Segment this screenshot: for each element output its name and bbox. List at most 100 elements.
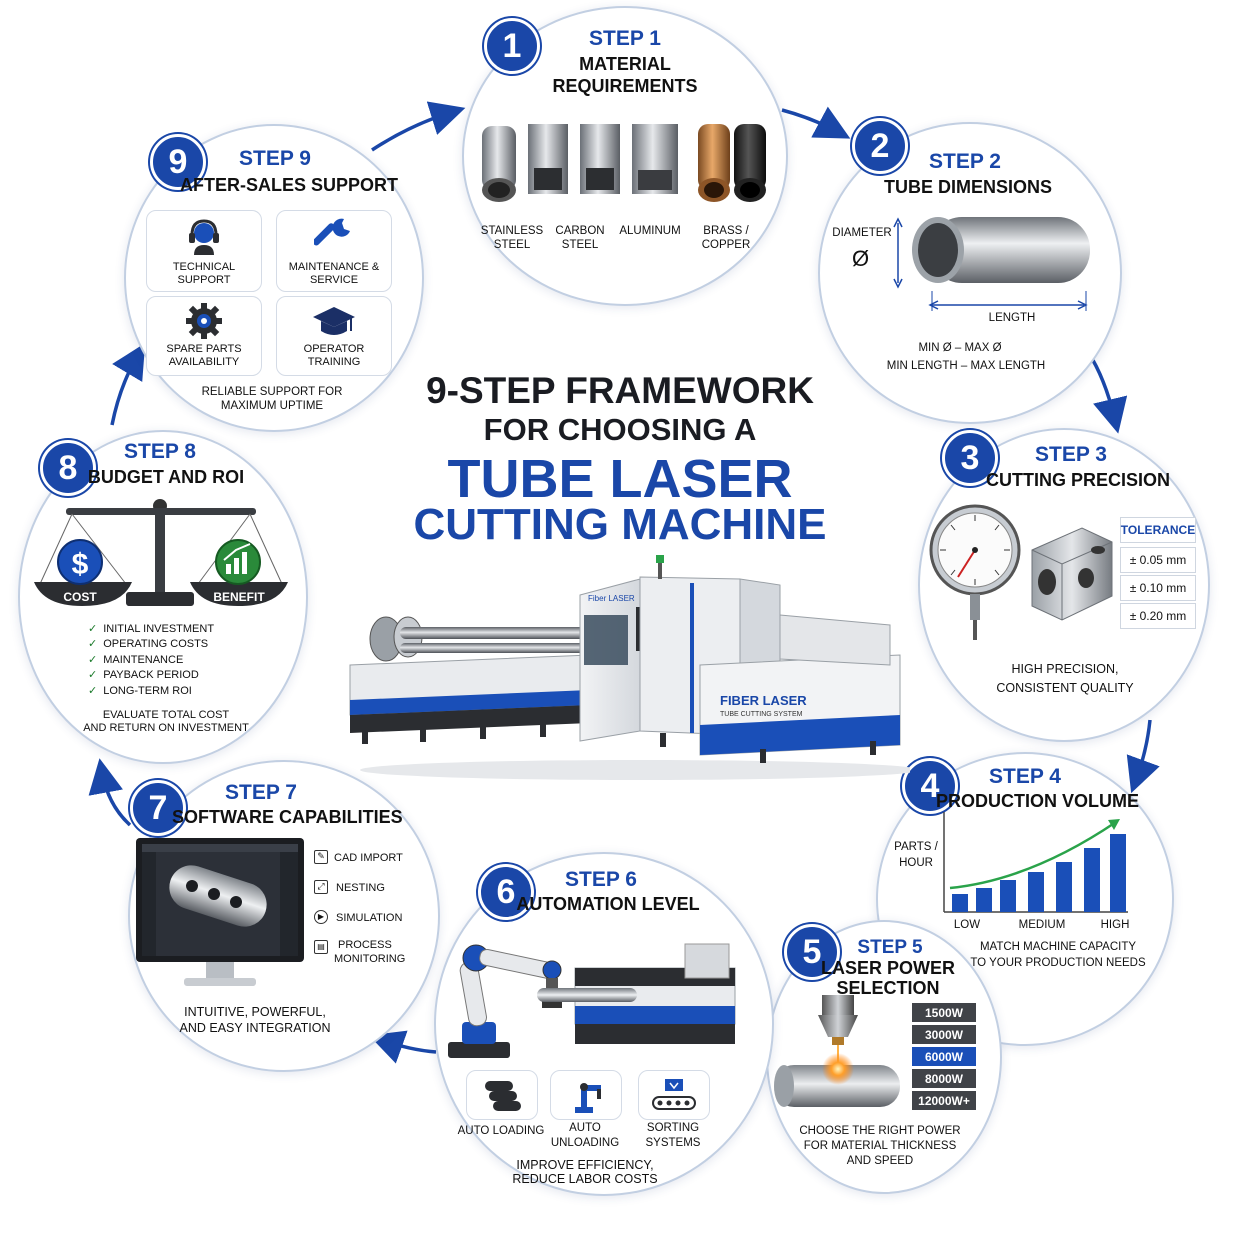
dollar-icon: $ <box>72 548 89 581</box>
material-stainless-line1: STAINLESS <box>480 225 544 237</box>
step-7-caption-line1: INTUITIVE, POWERFUL, <box>184 1005 326 1019</box>
step-1-title-line1: MATERIAL <box>579 54 671 74</box>
step-8-caption-line2: AND RETURN ON INVESTMENT <box>83 722 249 734</box>
step-6-label: STEP 6 <box>565 868 637 891</box>
power-option-3000w: 3000W <box>912 1025 976 1044</box>
step-8-badge: 8 <box>40 440 96 496</box>
material-carbon-line1: CARBON <box>555 225 605 237</box>
technical-support-tile: TECHNICAL SUPPORT <box>146 210 262 292</box>
step-8-caption-line1: EVALUATE TOTAL COST <box>102 709 230 721</box>
step-9-badge: 9 <box>150 134 206 190</box>
pipes-icon <box>485 1081 521 1111</box>
loading-machine-illustration <box>537 943 736 1044</box>
step-5-title-line1: LASER POWER <box>820 958 955 978</box>
step-1-badge: 1 <box>484 18 540 74</box>
arrow-9-to-1 <box>371 101 466 152</box>
precision-block-icon <box>1031 527 1113 621</box>
headset-icon <box>189 219 219 255</box>
auto-unloading-label-line2: UNLOADING <box>550 1137 620 1149</box>
step-5-caption-line2: FOR MATERIAL THICKNESS <box>803 1140 957 1152</box>
checklist-item: ✓PAYBACK PERIOD <box>88 669 199 681</box>
parts-per-hour-label-line2: HOUR <box>899 857 933 869</box>
step-7-label: STEP 7 <box>225 781 297 804</box>
maintenance-line2: SERVICE <box>309 274 359 286</box>
check-icon: ✓ <box>88 638 98 650</box>
monitor-cad-illustration <box>136 838 304 986</box>
step-7-title: SOFTWARE CAPABILITIES <box>172 807 403 827</box>
feature-nesting: NESTING <box>336 882 385 894</box>
material-aluminum: ALUMINUM <box>619 225 681 237</box>
material-stainless-line2: STEEL <box>493 239 531 251</box>
feature-process-line1: PROCESS <box>338 939 392 951</box>
sorting-systems-tile <box>638 1070 710 1120</box>
technical-support-line2: SUPPORT <box>177 274 231 286</box>
step-5-badge: 5 <box>784 924 840 980</box>
step-3-title: CUTTING PRECISION <box>985 470 1170 490</box>
arrow-8-to-9 <box>110 342 146 426</box>
balance-scale-illustration: $ <box>34 499 288 606</box>
laser-head-cutting-illustration <box>774 995 900 1107</box>
budget-checklist: ✓INITIAL INVESTMENT ✓OPERATING COSTS ✓MA… <box>88 622 268 702</box>
check-icon: ✓ <box>88 685 98 697</box>
arrow-1-to-2 <box>781 106 851 139</box>
step-3-label: STEP 3 <box>1035 443 1107 466</box>
step-2-title: TUBE DIMENSIONS <box>883 177 1052 197</box>
production-volume-bar-chart <box>943 812 1128 913</box>
volume-bar <box>1056 862 1072 912</box>
auto-unloading-label-line1: AUTO <box>569 1122 601 1134</box>
step-1-title-line2: REQUIREMENTS <box>552 76 698 96</box>
diameter-label: DIAMETER <box>832 227 892 239</box>
wrench-icon <box>314 218 350 246</box>
step-4-caption-line1: MATCH MACHINE CAPACITY <box>979 941 1137 953</box>
check-icon: ✓ <box>88 623 98 635</box>
step-7-caption-line2: AND EASY INTEGRATION <box>179 1021 331 1035</box>
arrow-6-to-7 <box>368 1030 437 1064</box>
checklist-item: ✓LONG-TERM ROI <box>88 685 192 697</box>
step-9-caption-line1: RELIABLE SUPPORT FOR <box>201 386 343 398</box>
step-3-caption-line2: CONSISTENT QUALITY <box>996 681 1134 695</box>
volume-x-high: HIGH <box>1100 919 1130 931</box>
volume-bar <box>1000 880 1016 912</box>
benefit-label: BENEFIT <box>213 590 265 604</box>
cad-import-icon: ✎ <box>314 850 328 864</box>
sorting-label-line2: SYSTEMS <box>645 1137 701 1149</box>
check-icon: ✓ <box>88 669 98 681</box>
material-tubes-illustration <box>482 124 766 202</box>
step-6-caption-line2: REDUCE LABOR COSTS <box>512 1172 658 1186</box>
step-8-title: BUDGET AND ROI <box>87 467 245 487</box>
center-title-line3: TUBE LASER <box>447 449 793 509</box>
operator-training-line2: TRAINING <box>307 356 361 368</box>
step-1-label: STEP 1 <box>589 27 661 50</box>
power-option-1500w: 1500W <box>912 1003 976 1022</box>
step-4-badge: 4 <box>902 758 958 814</box>
arrow-7-to-8 <box>88 758 132 827</box>
center-title-line2: FOR CHOOSING A <box>483 412 757 447</box>
material-brass-line1: BRASS / <box>703 225 749 237</box>
volume-bar <box>976 888 992 912</box>
operator-training-tile: OPERATOR TRAINING <box>276 296 392 376</box>
step-3-caption-line1: HIGH PRECISION, <box>1011 662 1119 676</box>
feature-cad-import: CAD IMPORT <box>334 852 403 864</box>
tube-laser-machine-illustration: Fiber LASER FIBER LASER TUBE CUTTING SYS… <box>349 555 910 780</box>
power-option-6000w-selected: 6000W <box>912 1047 976 1066</box>
volume-bar <box>1084 848 1100 912</box>
step-5-label: STEP 5 <box>857 937 923 958</box>
gear-icon <box>186 303 222 339</box>
step-5-caption-line1: CHOOSE THE RIGHT POWER <box>799 1125 961 1137</box>
step-9-title: AFTER-SALES SUPPORT <box>180 175 399 195</box>
conveyor-icon <box>652 1079 696 1110</box>
step-9-label: STEP 9 <box>239 147 311 170</box>
length-label: LENGTH <box>988 312 1036 324</box>
technical-support-line1: TECHNICAL <box>172 261 236 273</box>
step-7-badge: 7 <box>130 780 186 836</box>
auto-unloading-tile <box>550 1070 622 1120</box>
step-4-title: PRODUCTION VOLUME <box>936 791 1140 811</box>
material-brass-line2: COPPER <box>701 239 751 251</box>
step-2-label: STEP 2 <box>929 150 1001 173</box>
laser-power-list: 1500W 3000W 6000W 8000W 12000W+ <box>912 1003 976 1113</box>
center-title-line4: CUTTING MACHINE <box>413 500 827 549</box>
step-1-circle <box>462 6 788 306</box>
checklist-item: ✓INITIAL INVESTMENT <box>88 623 215 635</box>
tolerance-value: ± 0.05 mm <box>1120 547 1196 573</box>
arrow-3-to-4 <box>1126 719 1160 794</box>
